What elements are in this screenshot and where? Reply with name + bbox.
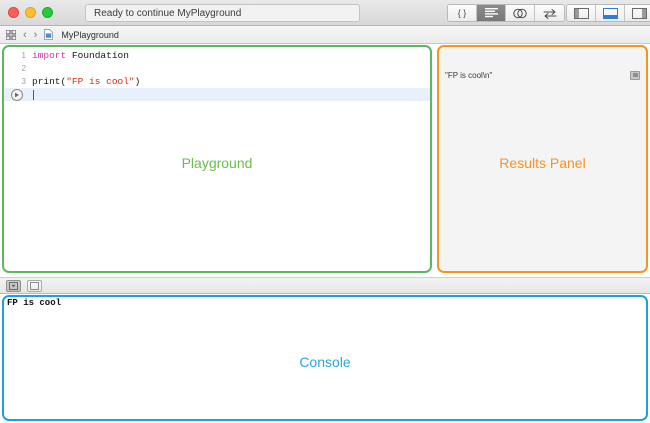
forward-chevron-icon[interactable]: › bbox=[33, 28, 38, 41]
breadcrumb-file-name[interactable]: MyPlayground bbox=[61, 29, 119, 40]
code-line[interactable]: 2 bbox=[4, 62, 430, 75]
filter-level-button[interactable] bbox=[6, 279, 21, 292]
left-panel-icon bbox=[573, 7, 589, 19]
arrows-icon bbox=[543, 8, 556, 19]
playground-editor[interactable]: 1 import Foundation 2 3 print("FP is coo… bbox=[2, 45, 432, 273]
back-chevron-icon[interactable]: ‹ bbox=[23, 28, 27, 41]
editor-mode-group: { } bbox=[447, 4, 565, 22]
braces-icon: { } bbox=[457, 8, 467, 18]
quick-look-button[interactable] bbox=[630, 70, 640, 80]
code-text: print("FP is cool") bbox=[32, 75, 140, 88]
minimize-button[interactable] bbox=[25, 7, 36, 18]
run-line-button[interactable] bbox=[11, 88, 23, 101]
code-line-current[interactable] bbox=[4, 88, 430, 101]
result-value: "FP is cool\n" bbox=[445, 70, 493, 80]
close-button[interactable] bbox=[8, 7, 19, 18]
play-icon bbox=[15, 92, 19, 97]
debug-area-toolbar bbox=[0, 277, 650, 294]
square-icon bbox=[30, 281, 39, 290]
console-output-panel[interactable]: FP is cool Console bbox=[2, 295, 648, 421]
standard-editor-button[interactable] bbox=[477, 5, 506, 21]
playground-file-icon bbox=[44, 29, 54, 40]
status-display: Ready to continue MyPlayground bbox=[85, 4, 360, 22]
code-token-plain: Foundation bbox=[66, 50, 129, 61]
venn-circles-icon bbox=[513, 8, 527, 18]
line-number: 2 bbox=[21, 64, 26, 73]
clear-console-button[interactable] bbox=[27, 279, 42, 292]
code-text: import Foundation bbox=[32, 49, 129, 62]
toggle-utilities-button[interactable] bbox=[625, 5, 650, 21]
code-token-plain: ) bbox=[134, 76, 141, 87]
run-gutter bbox=[4, 88, 32, 101]
quick-look-icon bbox=[632, 73, 638, 77]
toggle-navigator-button[interactable] bbox=[567, 5, 596, 21]
title-bar: Ready to continue MyPlayground { } bbox=[0, 0, 650, 26]
console-output-text: FP is cool bbox=[7, 298, 62, 308]
text-caret bbox=[33, 89, 34, 100]
line-number: 1 bbox=[21, 51, 26, 60]
line-number: 3 bbox=[21, 77, 26, 86]
assistant-editor-button[interactable] bbox=[506, 5, 535, 21]
code-token-plain: print( bbox=[32, 76, 67, 87]
lines-icon bbox=[484, 8, 498, 18]
code-line[interactable]: 3 print("FP is cool") bbox=[4, 75, 430, 88]
bottom-panel-icon bbox=[602, 7, 618, 19]
status-text: Ready to continue MyPlayground bbox=[94, 7, 242, 19]
grid-icon[interactable] bbox=[6, 29, 16, 40]
results-panel[interactable]: "FP is cool\n" Results Panel bbox=[437, 45, 648, 273]
related-items-button[interactable]: { } bbox=[448, 5, 477, 21]
jump-bar: ‹ › MyPlayground bbox=[0, 26, 650, 44]
window-controls bbox=[0, 7, 80, 18]
code-area[interactable]: 1 import Foundation 2 3 print("FP is coo… bbox=[4, 47, 430, 271]
console-annotation-label: Console bbox=[299, 354, 351, 370]
toggle-debug-area-button[interactable] bbox=[596, 5, 625, 21]
dropdown-box-icon bbox=[9, 281, 18, 290]
panel-toggle-group bbox=[566, 4, 650, 22]
results-annotation-label: Results Panel bbox=[499, 155, 586, 171]
code-token-keyword: import bbox=[32, 50, 67, 61]
result-row[interactable]: "FP is cool\n" bbox=[439, 68, 646, 82]
version-editor-button[interactable] bbox=[535, 5, 564, 21]
code-line[interactable]: 1 import Foundation bbox=[4, 49, 430, 62]
code-token-string: "FP is cool" bbox=[66, 76, 135, 87]
right-panel-icon bbox=[632, 7, 647, 19]
maximize-button[interactable] bbox=[42, 7, 53, 18]
